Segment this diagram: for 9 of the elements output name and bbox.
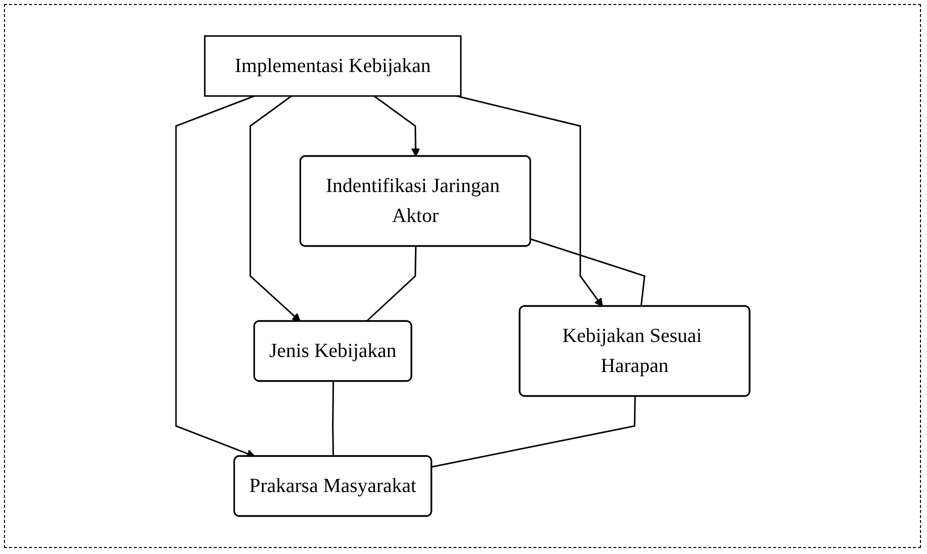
arrow: [249, 95, 300, 322]
connector: [365, 246, 416, 322]
arrow: [373, 95, 420, 157]
connector: [530, 238, 646, 307]
connector: [332, 381, 334, 456]
arrow: [456, 95, 603, 307]
node-box: [204, 35, 462, 97]
connector: [431, 396, 636, 468]
dashed-frame: Implementasi Kebijakan Indentifikasi Jaringan Aktor Jenis Kebijakan Kebijakan Sesuai Harapan Prakarsa Masyarakat: [4, 4, 921, 548]
